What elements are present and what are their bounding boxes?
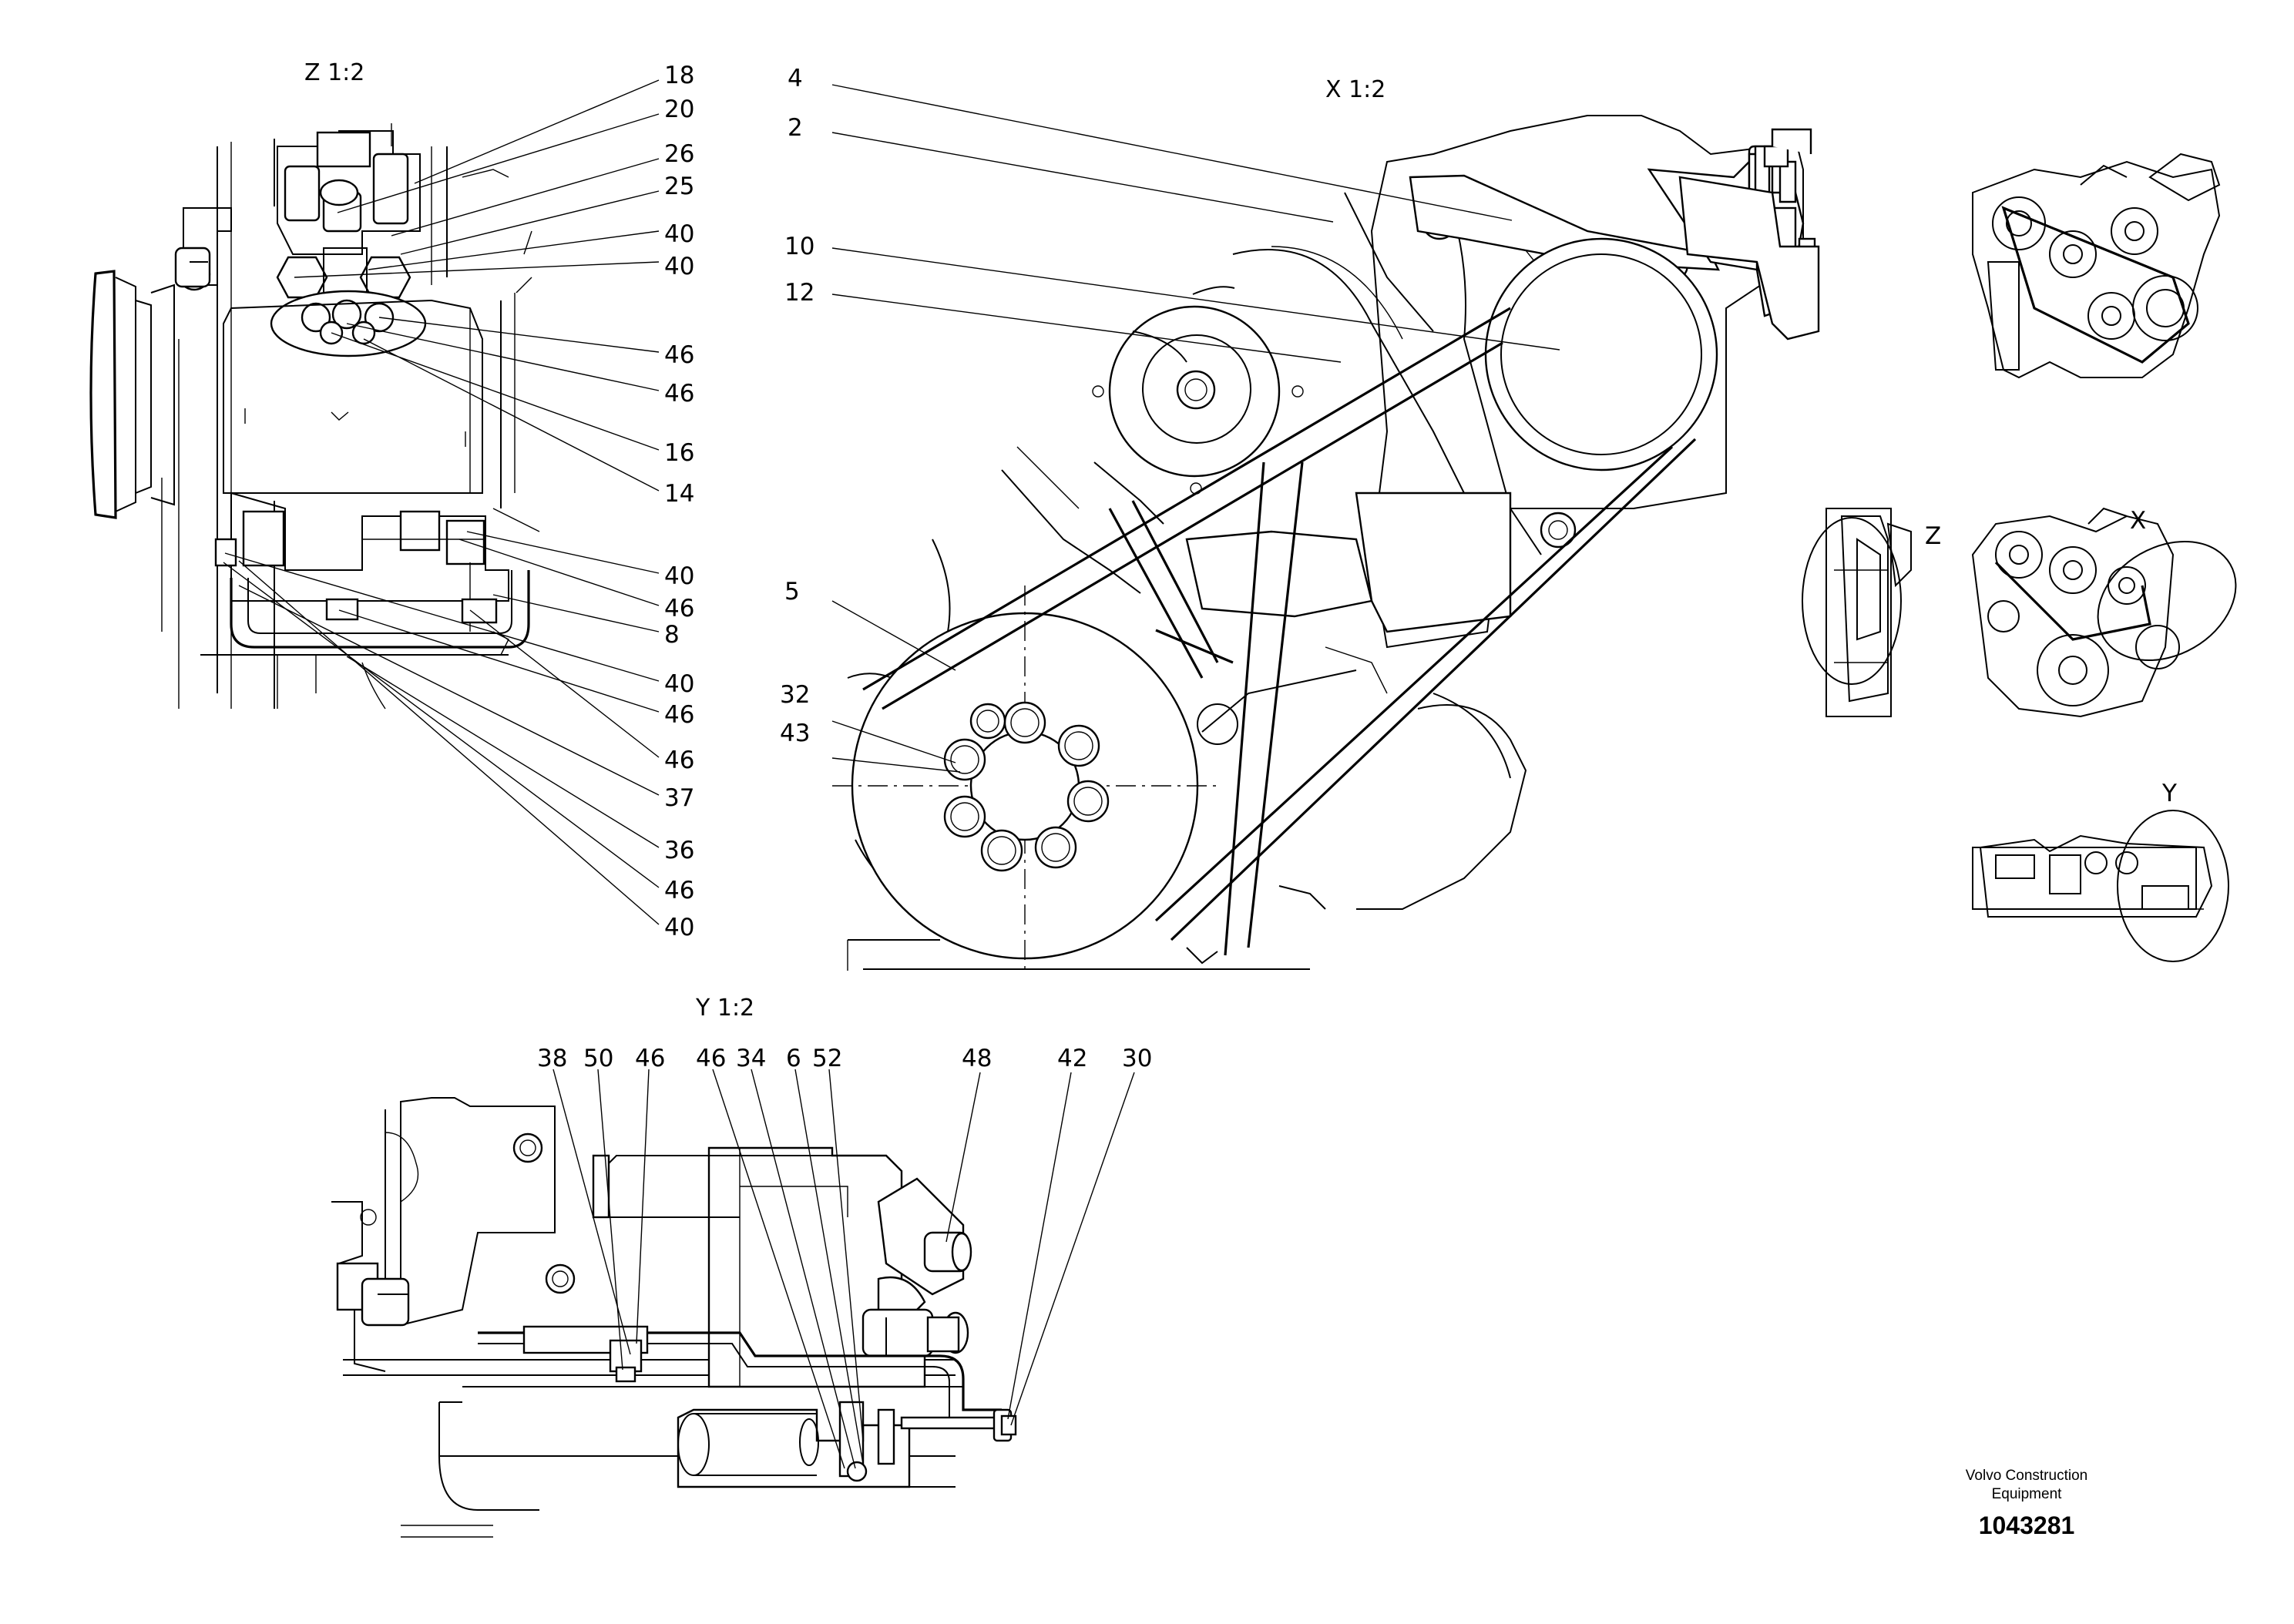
drive-belt [862, 307, 1697, 956]
y-actuator [862, 1177, 972, 1357]
engine-isometric-thumbnail [1972, 153, 2221, 379]
callout-z-12: 46 [664, 595, 694, 622]
callout-y-8: 48 [962, 1045, 992, 1072]
view-x-leaders [831, 84, 1560, 773]
callout-z-19: 46 [664, 877, 694, 904]
callout-y-3: 46 [635, 1045, 665, 1072]
callout-y-7: 52 [812, 1045, 842, 1072]
callout-z-1: 18 [664, 62, 694, 89]
engine-top-overview: Y [1972, 780, 2229, 962]
callout-x-5: 5 [784, 578, 800, 606]
callout-x-7: 43 [780, 720, 810, 747]
company-name-line2: Equipment [1991, 1486, 2062, 1502]
view-title-x: X 1:2 [1325, 76, 1385, 103]
callout-z-7: 46 [664, 341, 694, 369]
callout-z-3: 26 [664, 140, 694, 168]
callout-y-5: 34 [736, 1045, 766, 1072]
callout-y-4: 46 [696, 1045, 726, 1072]
view-x-drawing [832, 115, 1820, 971]
callout-z-17: 37 [664, 784, 694, 812]
engine-side-overview: Z [1802, 508, 1941, 717]
callout-z-18: 36 [664, 837, 694, 864]
callout-z-20: 40 [664, 914, 694, 941]
callout-z-11: 40 [664, 562, 694, 590]
overview-label-z: Z [1925, 522, 1941, 550]
callout-z-13: 8 [664, 621, 680, 649]
callout-z-10: 14 [664, 480, 694, 508]
large-pulley [1484, 237, 1718, 471]
overview-label-y: Y [2161, 780, 2177, 807]
view-z-leaders [223, 79, 660, 925]
callout-y-1: 38 [537, 1045, 567, 1072]
callout-z-4: 25 [664, 173, 694, 200]
callout-z-9: 16 [664, 439, 694, 467]
view-z-callouts: 18 20 26 25 40 40 46 46 16 14 40 46 8 40… [664, 62, 694, 941]
view-x-callouts: 4 2 10 12 5 32 43 [780, 65, 814, 747]
callout-x-3: 10 [784, 233, 814, 260]
callout-x-2: 2 [788, 114, 803, 142]
view-y-leaders [553, 1069, 1135, 1469]
callout-z-6: 40 [664, 253, 694, 280]
crank-pulley [832, 586, 1218, 971]
callout-z-14: 40 [664, 670, 694, 698]
callout-z-8: 46 [664, 380, 694, 408]
callout-z-2: 20 [664, 96, 694, 123]
z-pulley-disc [89, 270, 117, 519]
engine-front-overview: X [1971, 507, 2237, 718]
callout-y-10: 30 [1122, 1045, 1152, 1072]
view-z-drawing [89, 123, 540, 710]
overview-label-x: X [2130, 507, 2146, 535]
callout-z-15: 46 [664, 701, 694, 729]
callout-y-6: 6 [786, 1045, 801, 1072]
small-pulley [1092, 286, 1304, 495]
callout-y-2: 50 [583, 1045, 613, 1072]
view-title-z: Z 1:2 [304, 59, 364, 86]
drawing-number: 1043281 [1978, 1512, 2075, 1539]
callout-y-9: 42 [1057, 1045, 1087, 1072]
company-name-line1: Volvo Construction [1965, 1468, 2088, 1484]
callout-z-16: 46 [664, 747, 694, 774]
callout-x-6: 32 [780, 681, 810, 709]
view-title-y: Y 1:2 [695, 995, 754, 1022]
view-y-drawing [331, 1097, 1017, 1538]
title-block: Volvo Construction Equipment 1043281 [1926, 1467, 2127, 1542]
callout-x-4: 12 [784, 279, 814, 307]
view-y-callouts: 38 50 46 46 34 6 52 48 42 30 [537, 1045, 1152, 1072]
callout-x-1: 4 [788, 65, 803, 92]
callout-z-5: 40 [664, 220, 694, 248]
